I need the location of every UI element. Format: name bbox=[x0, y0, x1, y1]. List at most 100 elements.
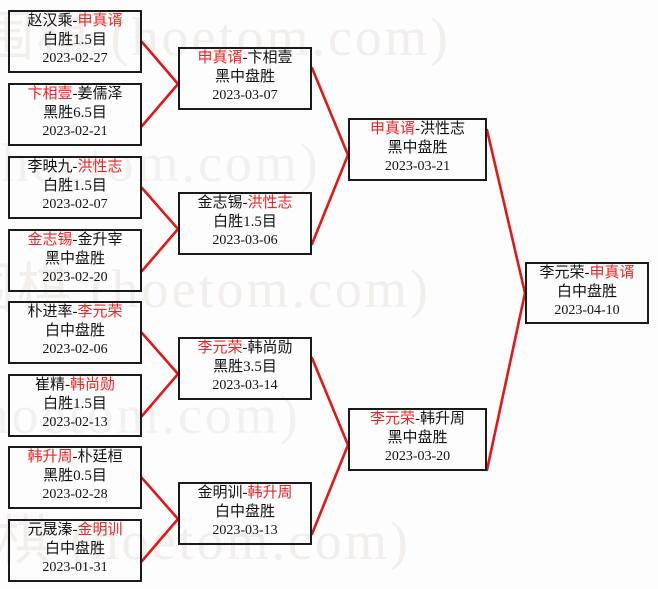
match-players: 申真谞-洪性志 bbox=[350, 122, 485, 141]
connector-line bbox=[140, 186, 180, 231]
match-date: 2023-03-13 bbox=[212, 523, 278, 538]
match-box[interactable]: 金明训-韩升周 白中盘胜 2023-03-13 bbox=[178, 482, 312, 545]
player-separator: - bbox=[72, 232, 78, 248]
player-right: 韩尚勋 bbox=[247, 340, 293, 356]
player-separator: - bbox=[242, 340, 248, 356]
connector-line bbox=[310, 153, 350, 246]
match-date: 2023-02-21 bbox=[42, 124, 108, 139]
match-result: 白中盘胜 bbox=[556, 284, 617, 300]
player-right: 申真谞 bbox=[589, 265, 635, 281]
match-date: 2023-03-14 bbox=[212, 378, 278, 393]
match-players: 崔精-韩尚勋 bbox=[10, 378, 140, 397]
match-result: 白胜1.5目 bbox=[43, 178, 107, 194]
player-separator: - bbox=[242, 50, 248, 66]
player-left: 赵汉乘 bbox=[27, 13, 73, 29]
match-box[interactable]: 李元荣-韩升周 黑中盘胜 2023-03-20 bbox=[348, 408, 487, 471]
match-box[interactable]: 卞相壹-姜儒泽 黑胜6.5目 2023-02-21 bbox=[8, 83, 142, 146]
player-left: 申真谞 bbox=[369, 121, 415, 137]
match-box[interactable]: 赵汉乘-申真谞 白胜1.5目 2023-02-27 bbox=[8, 10, 142, 73]
match-players: 金志锡-金升宰 bbox=[10, 233, 140, 252]
connector-line bbox=[310, 66, 350, 157]
match-players: 朴进率-李元荣 bbox=[10, 305, 140, 324]
player-right: 韩升周 bbox=[420, 411, 466, 427]
player-right: 姜儒泽 bbox=[77, 86, 123, 102]
match-date: 2023-02-07 bbox=[42, 197, 108, 212]
match-result: 白中盘胜 bbox=[214, 504, 275, 520]
match-players: 赵汉乘-申真谞 bbox=[10, 14, 140, 33]
match-players: 卞相壹-姜儒泽 bbox=[10, 87, 140, 106]
player-left: 崔精 bbox=[34, 377, 65, 393]
player-separator: - bbox=[242, 485, 248, 501]
player-left: 卞相壹 bbox=[27, 86, 73, 102]
player-separator: - bbox=[584, 265, 590, 281]
player-left: 李元荣 bbox=[197, 340, 243, 356]
match-players: 韩升周-朴廷桓 bbox=[10, 450, 140, 469]
player-right: 洪性志 bbox=[247, 195, 293, 211]
player-left: 金志锡 bbox=[197, 195, 243, 211]
match-result: 黑中盘胜 bbox=[214, 69, 275, 85]
connector-line bbox=[140, 372, 180, 418]
player-right: 金明训 bbox=[77, 522, 123, 538]
match-result: 黑胜0.5目 bbox=[43, 468, 107, 484]
player-separator: - bbox=[65, 377, 70, 393]
player-right: 申真谞 bbox=[77, 13, 123, 29]
match-box[interactable]: 李元荣-韩尚勋 黑胜3.5目 2023-03-14 bbox=[178, 337, 312, 400]
match-date: 2023-03-07 bbox=[212, 88, 278, 103]
connector-line bbox=[140, 40, 180, 86]
player-left: 金明训 bbox=[197, 485, 243, 501]
connector-line bbox=[140, 227, 180, 273]
player-separator: - bbox=[72, 304, 78, 320]
player-right: 金升宰 bbox=[77, 232, 123, 248]
player-right: 韩升周 bbox=[247, 485, 293, 501]
match-box[interactable]: 申真谞-洪性志 黑中盘胜 2023-03-21 bbox=[348, 118, 487, 181]
match-box[interactable]: 申真谞-卞相壹 黑中盘胜 2023-03-07 bbox=[178, 47, 312, 110]
connector-line bbox=[485, 291, 527, 472]
player-left: 元晟溱 bbox=[27, 522, 73, 538]
player-separator: - bbox=[72, 522, 78, 538]
match-box[interactable]: 金志锡-金升宰 黑中盘胜 2023-02-20 bbox=[8, 229, 142, 292]
match-result: 白胜1.5目 bbox=[43, 32, 107, 48]
connector-line bbox=[140, 82, 180, 128]
player-separator: - bbox=[415, 411, 420, 427]
match-date: 2023-01-31 bbox=[42, 560, 108, 575]
match-players: 李元荣-申真谞 bbox=[527, 266, 647, 285]
match-box[interactable]: 韩升周-朴廷桓 黑胜0.5目 2023-02-28 bbox=[8, 446, 142, 509]
player-separator: - bbox=[72, 86, 78, 102]
match-box[interactable]: 金志锡-洪性志 白胜1.5目 2023-03-06 bbox=[178, 192, 312, 255]
player-separator: - bbox=[72, 449, 78, 465]
player-separator: - bbox=[242, 195, 248, 211]
match-date: 2023-02-27 bbox=[42, 51, 108, 66]
final-match-box[interactable]: 李元荣-申真谞 白中盘胜 2023-04-10 bbox=[525, 262, 649, 324]
match-box[interactable]: 元晟溱-金明训 白中盘胜 2023-01-31 bbox=[8, 519, 142, 582]
match-date: 2023-03-21 bbox=[384, 159, 451, 174]
match-players: 李元荣-韩尚勋 bbox=[180, 341, 310, 360]
match-result: 白胜1.5目 bbox=[213, 214, 277, 230]
match-result: 白中盘胜 bbox=[44, 541, 105, 557]
match-box[interactable]: 崔精-韩尚勋 白胜1.5目 2023-02-13 bbox=[8, 374, 142, 437]
match-box[interactable]: 朴进率-李元荣 白中盘胜 2023-02-06 bbox=[8, 301, 142, 364]
player-separator: - bbox=[72, 159, 78, 175]
player-right: 卞相壹 bbox=[247, 50, 293, 66]
match-box[interactable]: 李映九-洪性志 白胜1.5目 2023-02-07 bbox=[8, 156, 142, 219]
match-players: 李映九-洪性志 bbox=[10, 160, 140, 179]
player-left: 李元荣 bbox=[369, 411, 415, 427]
player-right: 朴廷桓 bbox=[77, 449, 123, 465]
match-result: 黑中盘胜 bbox=[387, 140, 448, 156]
player-separator: - bbox=[415, 121, 420, 137]
player-right: 洪性志 bbox=[77, 159, 123, 175]
player-left: 李元荣 bbox=[539, 265, 585, 281]
player-right: 李元荣 bbox=[77, 304, 123, 320]
match-date: 2023-03-06 bbox=[212, 233, 278, 248]
match-result: 黑中盘胜 bbox=[44, 251, 105, 267]
player-left: 朴进率 bbox=[27, 304, 73, 320]
connector-line bbox=[140, 517, 180, 563]
match-result: 黑胜6.5目 bbox=[43, 105, 107, 121]
match-result: 白胜1.5目 bbox=[43, 396, 107, 412]
match-date: 2023-02-28 bbox=[42, 487, 108, 502]
player-left: 申真谞 bbox=[197, 50, 243, 66]
player-left: 李映九 bbox=[27, 159, 73, 175]
connector-line bbox=[140, 476, 180, 521]
player-right: 韩尚勋 bbox=[70, 377, 116, 393]
player-right: 洪性志 bbox=[420, 121, 466, 137]
match-result: 黑中盘胜 bbox=[387, 430, 448, 446]
